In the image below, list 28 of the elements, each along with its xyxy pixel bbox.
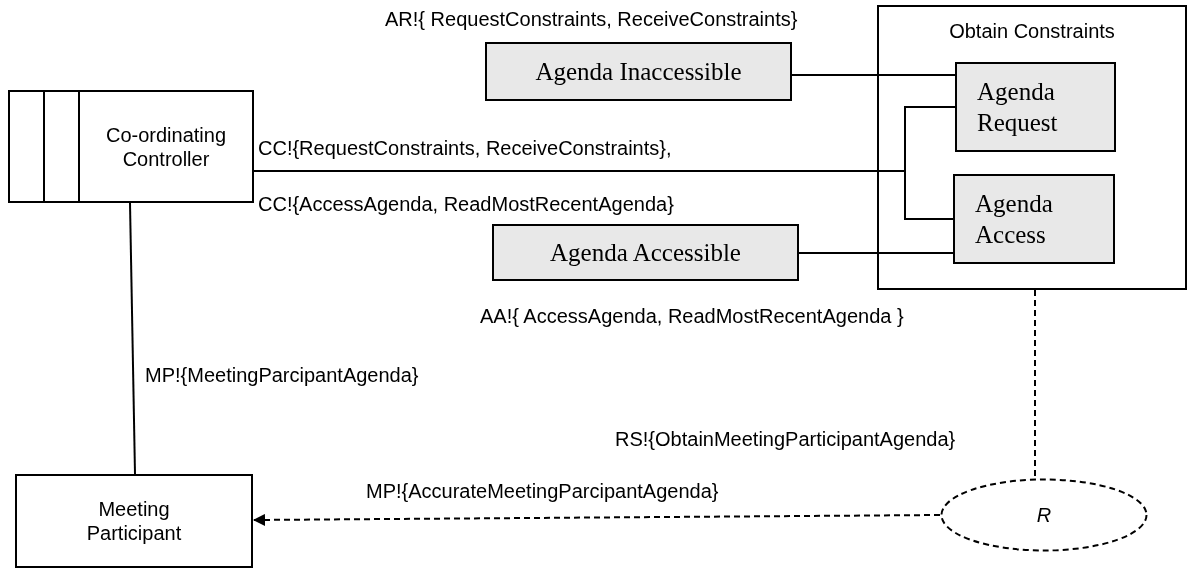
connector-line xyxy=(129,202,136,475)
connector-line xyxy=(798,252,954,254)
process-box xyxy=(485,42,792,101)
controller-box xyxy=(8,90,254,203)
process-box xyxy=(15,474,253,568)
edge-label: CC!{RequestConstraints, ReceiveConstraints}, xyxy=(258,137,672,160)
container-title: Obtain Constraints xyxy=(949,19,1115,43)
node-label: Agenda Inaccessible xyxy=(535,56,742,87)
node-label: Co-ordinating Controller xyxy=(104,122,228,171)
edge-label: CC!{AccessAgenda, ReadMostRecentAgenda} xyxy=(258,193,674,216)
node-label: Meeting Participant xyxy=(85,497,183,545)
edge-label: AA!{ AccessAgenda, ReadMostRecentAgenda } xyxy=(480,305,904,328)
connector-line xyxy=(1034,289,1036,479)
ellipse-node xyxy=(940,478,1148,552)
process-box xyxy=(492,224,799,281)
arrow xyxy=(252,513,941,526)
edge-label: MP!{AccurateMeetingParcipantAgenda} xyxy=(366,480,719,503)
node-label: R xyxy=(1036,503,1052,527)
process-box xyxy=(955,62,1116,152)
node-label: Agenda Request xyxy=(977,76,1059,138)
connector-line xyxy=(791,74,956,76)
edge-label: RS!{ObtainMeetingParticipantAgenda} xyxy=(615,428,956,451)
node-label: Agenda Access xyxy=(975,188,1054,250)
container-box xyxy=(877,5,1187,290)
node-label: Agenda Accessible xyxy=(550,237,741,268)
process-box xyxy=(953,174,1115,264)
edge-label: MP!{MeetingParcipantAgenda} xyxy=(145,364,419,387)
edge-label: AR!{ RequestConstraints, ReceiveConstraints} xyxy=(385,8,798,31)
